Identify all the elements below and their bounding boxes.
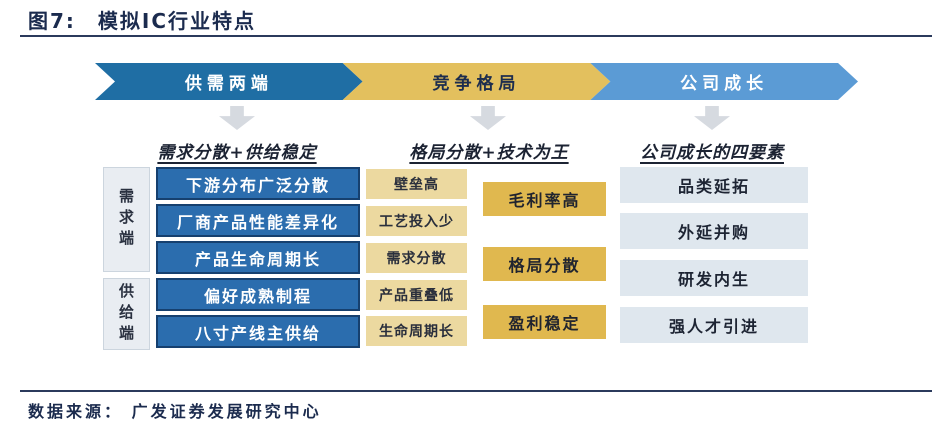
column-header-competition: 格局分散+技术为王 <box>409 143 569 163</box>
outcome-box: 盈利稳定 <box>483 305 606 339</box>
footer-divider <box>20 390 932 392</box>
outcome-box: 格局分散 <box>483 247 606 281</box>
trait-box: 需求分散 <box>366 243 467 273</box>
process-banner: 供需两端 竞争格局 公司成长 <box>95 63 858 100</box>
side-label-supply: 供给端 <box>103 278 150 350</box>
column-header-demand-supply: 需求分散+供给稳定 <box>157 143 317 163</box>
stage-competition: 竞争格局 <box>343 63 611 100</box>
feature-box: 产品生命周期长 <box>156 241 360 274</box>
feature-box: 厂商产品性能差异化 <box>156 204 360 237</box>
outcome-box: 毛利率高 <box>483 182 606 216</box>
down-arrow-icon <box>694 106 730 130</box>
column-header-growth: 公司成长的四要素 <box>640 143 784 163</box>
trait-box: 壁垒高 <box>366 169 467 199</box>
feature-box: 八寸产线主供给 <box>156 315 360 348</box>
title-divider <box>20 35 932 37</box>
figure-title: 图7: 模拟IC行业特点 <box>28 5 256 34</box>
feature-box: 偏好成熟制程 <box>156 278 360 311</box>
stage-company-growth: 公司成长 <box>590 63 858 100</box>
growth-factor-box: 外延并购 <box>620 213 808 249</box>
stage-supply-demand: 供需两端 <box>95 63 363 100</box>
trait-box: 产品重叠低 <box>366 280 467 310</box>
stage-label: 供需两端 <box>184 74 273 94</box>
down-arrow-icon <box>219 106 255 130</box>
data-source: 数据来源： 广发证券发展研究中心 <box>28 402 322 421</box>
growth-factor-box: 强人才引进 <box>620 307 808 343</box>
growth-factor-box: 品类延拓 <box>620 167 808 203</box>
down-arrow-icon <box>470 106 506 130</box>
figure-number-label: 图7: <box>28 9 76 33</box>
growth-factor-box: 研发内生 <box>620 260 808 296</box>
side-label-demand: 需求端 <box>103 167 150 272</box>
stage-label: 公司成长 <box>680 74 769 94</box>
feature-box: 下游分布广泛分散 <box>156 167 360 200</box>
trait-box: 生命周期长 <box>366 316 467 346</box>
stage-label: 竞争格局 <box>432 74 521 94</box>
figure-title-text: 模拟IC行业特点 <box>97 9 257 33</box>
trait-box: 工艺投入少 <box>366 206 467 236</box>
